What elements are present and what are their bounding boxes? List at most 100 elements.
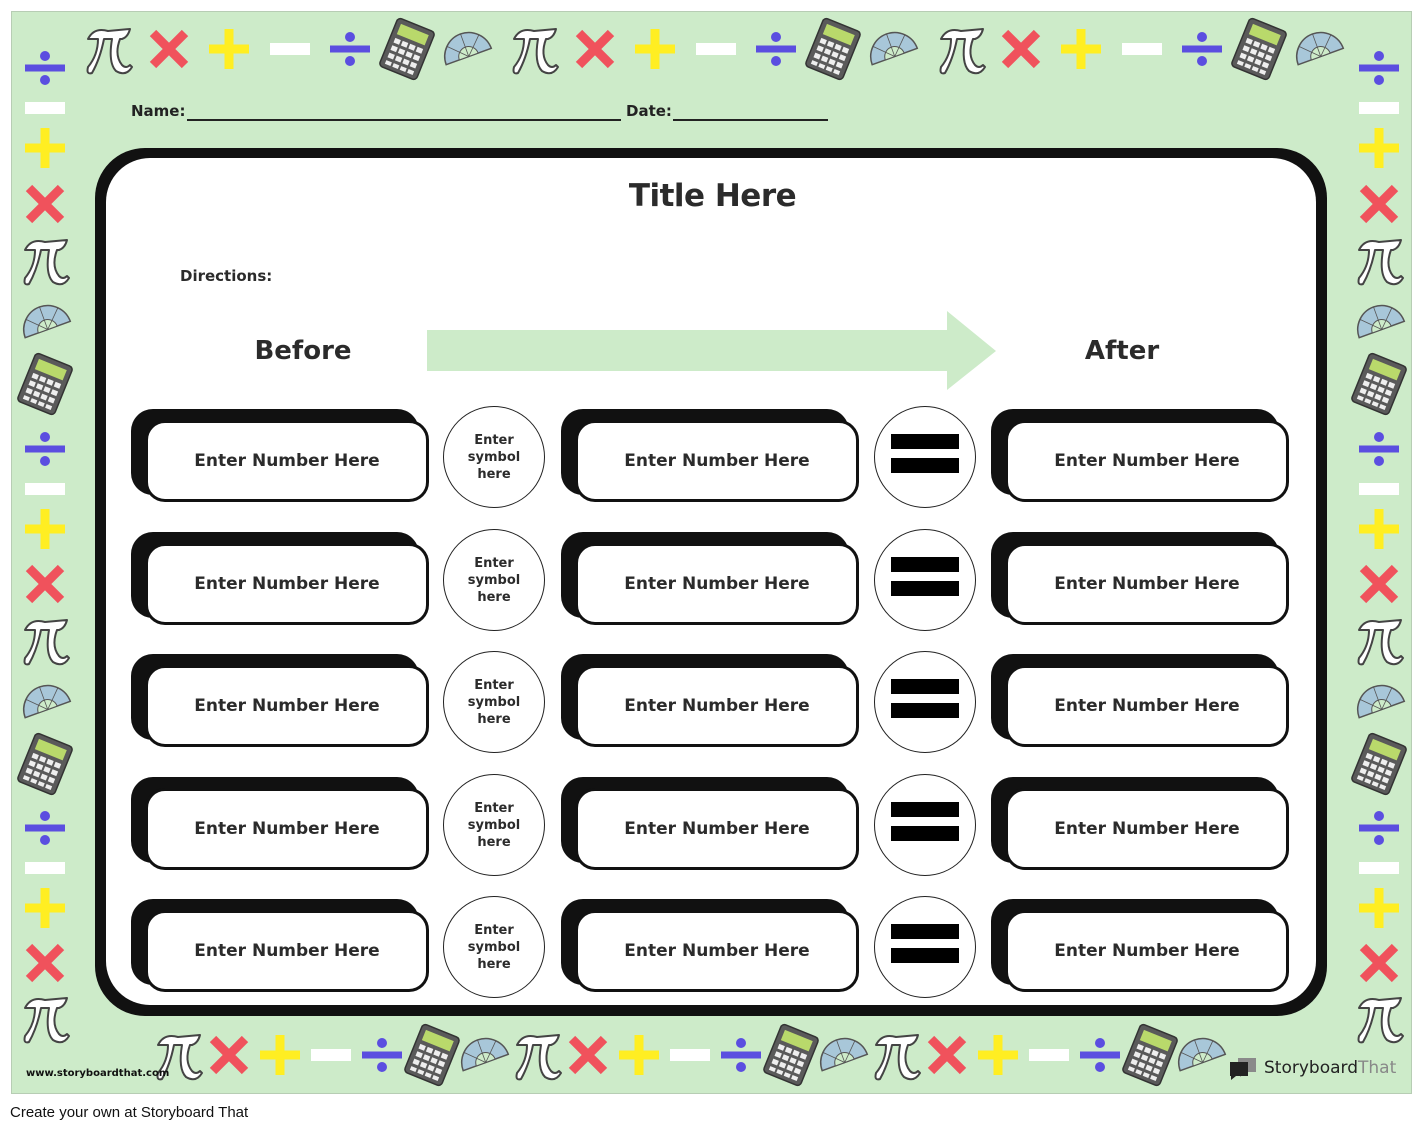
symbol-placeholder-word: symbol [467, 817, 521, 833]
symbol-placeholder-word: Enter [474, 800, 514, 816]
before-heading: Before [254, 336, 352, 366]
protractor-icon [454, 1031, 510, 1072]
divide-icon [721, 1038, 761, 1072]
minus-icon [25, 102, 65, 114]
calculator-icon [1120, 1022, 1180, 1088]
middle-number-box[interactable]: Enter Number Here [575, 420, 859, 502]
after-number-box[interactable]: Enter Number Here [1005, 665, 1289, 747]
middle-number-box[interactable]: Enter Number Here [575, 788, 859, 870]
equals-circle [874, 896, 976, 998]
plus-icon [1359, 509, 1399, 549]
pi-icon [1357, 997, 1404, 1044]
pi-icon [23, 619, 70, 666]
divide-icon [330, 32, 370, 66]
symbol-placeholder-word: Enter [474, 555, 514, 571]
worksheet-title[interactable]: Title Here [628, 178, 797, 214]
before-number-box[interactable]: Enter Number Here [145, 420, 429, 502]
calculator-icon [15, 351, 75, 417]
protractor-icon [1171, 1031, 1227, 1072]
middle-number-box[interactable]: Enter Number Here [575, 665, 859, 747]
before-number-box[interactable]: Enter Number Here [145, 788, 429, 870]
times-icon [213, 1039, 245, 1071]
protractor-icon [1350, 298, 1406, 339]
after-number-box[interactable]: Enter Number Here [1005, 420, 1289, 502]
equals-bar [891, 434, 959, 449]
calculator-icon [803, 16, 863, 82]
equals-bar [891, 703, 959, 718]
protractor-icon [863, 25, 919, 66]
right-arrow-icon [427, 311, 996, 390]
before-number-box[interactable]: Enter Number Here [145, 910, 429, 992]
symbol-placeholder-word: symbol [467, 939, 521, 955]
after-heading: After [1084, 336, 1160, 366]
date-field-line[interactable] [673, 119, 828, 121]
symbol-placeholder-word: here [477, 834, 511, 850]
brand-storyboard: Storyboard [1264, 1058, 1358, 1078]
after-number-box[interactable]: Enter Number Here [1005, 910, 1289, 992]
divide-icon [756, 32, 796, 66]
minus-icon [1029, 1049, 1069, 1061]
pi-icon [1357, 239, 1404, 286]
minus-icon [25, 483, 65, 495]
pi-icon [515, 1034, 562, 1081]
before-number-box[interactable]: Enter Number Here [145, 665, 429, 747]
times-icon [1363, 568, 1395, 600]
protractor-icon [1289, 25, 1345, 66]
times-icon [1005, 33, 1037, 65]
middle-number-box[interactable]: Enter Number Here [575, 543, 859, 625]
equals-bar [891, 948, 959, 963]
minus-icon [1122, 43, 1162, 55]
speech-bubble-icon [1230, 1058, 1256, 1080]
symbol-placeholder-word: Enter [474, 922, 514, 938]
date-label: Date: [626, 102, 672, 120]
protractor-icon [813, 1031, 869, 1072]
name-field-line[interactable] [187, 119, 621, 121]
equals-circle [874, 406, 976, 508]
times-icon [153, 33, 185, 65]
storyboardthat-logo: StoryboardThat [1228, 1056, 1396, 1080]
divide-icon [1359, 51, 1399, 85]
minus-icon [25, 862, 65, 874]
pi-icon [874, 1034, 921, 1081]
footer-caption[interactable]: Create your own at Storyboard That [10, 1104, 249, 1121]
plus-icon [25, 128, 65, 168]
calculator-icon [1229, 16, 1289, 82]
plus-icon [1061, 29, 1101, 69]
plus-icon [978, 1035, 1018, 1075]
symbol-placeholder-word: here [477, 711, 511, 727]
protractor-icon [16, 678, 72, 719]
plus-icon [25, 509, 65, 549]
minus-icon [670, 1049, 710, 1061]
plus-icon [1359, 888, 1399, 928]
pi-icon [939, 28, 986, 75]
equals-circle [874, 529, 976, 631]
calculator-icon [1349, 731, 1409, 797]
website-url[interactable]: www.storyboardthat.com [26, 1068, 170, 1079]
brand-that: That [1358, 1058, 1397, 1078]
after-number-box[interactable]: Enter Number Here [1005, 543, 1289, 625]
middle-number-box[interactable]: Enter Number Here [575, 910, 859, 992]
plus-icon [260, 1035, 300, 1075]
plus-icon [25, 888, 65, 928]
equals-icon [875, 407, 975, 507]
equals-icon [875, 652, 975, 752]
times-icon [29, 947, 61, 979]
divide-icon [1359, 432, 1399, 466]
protractor-icon [437, 25, 493, 66]
after-number-box[interactable]: Enter Number Here [1005, 788, 1289, 870]
before-number-box[interactable]: Enter Number Here [145, 543, 429, 625]
divide-icon [25, 432, 65, 466]
protractor-icon [1350, 678, 1406, 719]
equals-bar [891, 581, 959, 596]
pi-icon [23, 997, 70, 1044]
divide-icon [1182, 32, 1222, 66]
